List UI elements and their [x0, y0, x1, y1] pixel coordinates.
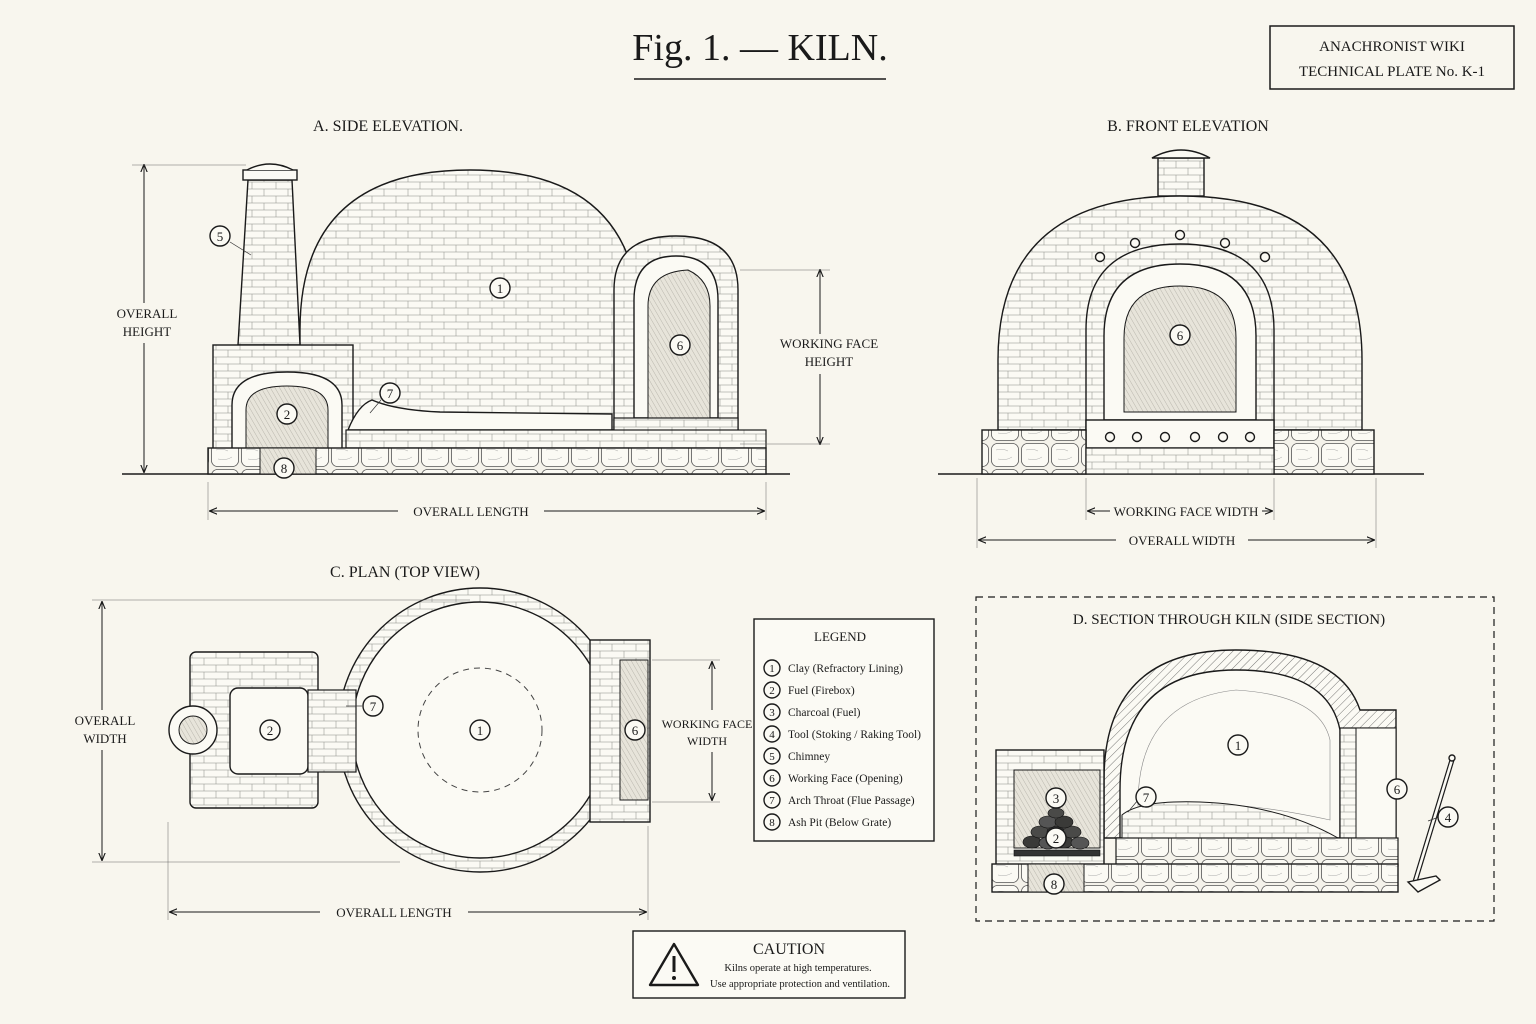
- svg-text:7: 7: [387, 386, 394, 401]
- svg-text:6: 6: [1177, 328, 1184, 343]
- svg-text:Charcoal (Fuel): Charcoal (Fuel): [788, 707, 861, 719]
- dim-working-face-height-2: HEIGHT: [805, 354, 853, 369]
- plan-dim-working-face-width-2: WIDTH: [687, 734, 727, 748]
- svg-text:1: 1: [1235, 738, 1242, 753]
- plan-dim-overall-width-2: WIDTH: [83, 731, 126, 746]
- caution-box: CAUTION Kilns operate at high temperatur…: [632, 930, 906, 999]
- svg-text:Clay (Refractory Lining): Clay (Refractory Lining): [788, 663, 903, 675]
- callout-2: 2: [276, 403, 298, 425]
- dim-working-face-width: WORKING FACE WIDTH: [1114, 504, 1259, 519]
- badge-line-1: ANACHRONIST WIKI: [1319, 39, 1465, 55]
- svg-text:6: 6: [1394, 782, 1401, 797]
- plan-view: C. PLAN (TOP VIEW) OVERALL WIDTH WORKING…: [68, 564, 752, 920]
- callout-6-front: 6: [1169, 324, 1191, 346]
- svg-text:5: 5: [217, 229, 224, 244]
- svg-text:Tool (Stoking / Raking Tool): Tool (Stoking / Raking Tool): [788, 729, 921, 741]
- svg-text:7: 7: [370, 699, 377, 714]
- svg-text:4: 4: [769, 729, 775, 741]
- svg-text:Working Face (Opening): Working Face (Opening): [788, 773, 903, 785]
- svg-text:2: 2: [267, 723, 274, 738]
- warning-triangle-icon: [648, 942, 700, 987]
- legend-title: LEGEND: [814, 629, 866, 644]
- svg-text:6: 6: [677, 338, 684, 353]
- section-callout-1: 1: [1227, 734, 1249, 756]
- svg-text:3: 3: [1053, 791, 1060, 806]
- legend-item: 2 Fuel (Firebox): [763, 681, 855, 699]
- dim-overall-height-1: OVERALL: [117, 306, 178, 321]
- legend-item: 8 Ash Pit (Below Grate): [763, 813, 891, 831]
- svg-text:7: 7: [1143, 790, 1150, 805]
- svg-text:5: 5: [769, 751, 775, 763]
- section-callout-4: 4: [1437, 806, 1459, 828]
- front-elevation-title: B. FRONT ELEVATION: [1107, 118, 1269, 135]
- svg-text:Ash Pit (Below Grate): Ash Pit (Below Grate): [788, 817, 891, 829]
- plan-callout-2: 2: [259, 719, 281, 741]
- svg-text:8: 8: [1051, 877, 1058, 892]
- section-callout-6: 6: [1386, 778, 1408, 800]
- section-view: D. SECTION THROUGH KILN (SIDE SECTION): [975, 596, 1495, 922]
- svg-text:8: 8: [769, 817, 775, 829]
- dim-overall-length: OVERALL LENGTH: [413, 504, 528, 519]
- grate-holes: [1104, 431, 1256, 443]
- callout-7: 7: [379, 382, 401, 404]
- plan-dim-working-face-width-1: WORKING FACE: [662, 717, 753, 731]
- svg-text:7: 7: [769, 795, 775, 807]
- section-callout-8: 8: [1043, 873, 1065, 895]
- plan-callout-7: 7: [362, 695, 384, 717]
- front-elevation: B. FRONT ELEVATION WORKING: [938, 118, 1424, 548]
- legend-item: 3 Charcoal (Fuel): [763, 703, 861, 721]
- side-elevation-title: A. SIDE ELEVATION.: [313, 118, 463, 135]
- svg-text:1: 1: [769, 663, 775, 675]
- legend: LEGEND 1 Clay (Refractory Lining) 2 Fuel (…: [753, 618, 935, 842]
- plate-badge: ANACHRONIST WIKI TECHNICAL PLATE No. K-1: [1269, 25, 1515, 90]
- svg-text:1: 1: [477, 723, 484, 738]
- plan-dim-overall-width-1: OVERALL: [75, 713, 136, 728]
- callout-8: 8: [273, 457, 295, 479]
- dim-working-face-height-1: WORKING FACE: [780, 336, 878, 351]
- section-callout-7: 7: [1135, 786, 1157, 808]
- legend-item: 4 Tool (Stoking / Raking Tool): [763, 725, 921, 743]
- svg-text:6: 6: [769, 773, 775, 785]
- badge-line-2: TECHNICAL PLATE No. K-1: [1299, 64, 1485, 80]
- section-title: D. SECTION THROUGH KILN (SIDE SECTION): [1073, 612, 1385, 628]
- svg-text:Chimney: Chimney: [788, 751, 830, 763]
- dim-overall-width: OVERALL WIDTH: [1129, 533, 1236, 548]
- side-elevation: A. SIDE ELEVATION. OVERALL HEIGHT WO: [108, 118, 884, 520]
- caution-line-1: Kilns operate at high temperatures.: [724, 963, 871, 974]
- svg-text:2: 2: [769, 685, 775, 697]
- svg-text:8: 8: [281, 461, 288, 476]
- section-callout-2: 2: [1045, 827, 1067, 849]
- caution-title: CAUTION: [753, 941, 825, 958]
- caution-line-2: Use appropriate protection and ventilati…: [710, 979, 890, 990]
- plan-dim-overall-length: OVERALL LENGTH: [336, 905, 451, 920]
- svg-text:2: 2: [284, 407, 291, 422]
- callout-1: 1: [489, 277, 511, 299]
- plan-callout-6: 6: [624, 719, 646, 741]
- svg-text:2: 2: [1053, 831, 1060, 846]
- svg-text:Arch Throat (Flue Passage): Arch Throat (Flue Passage): [788, 795, 915, 807]
- callout-6: 6: [669, 334, 691, 356]
- legend-item: 1 Clay (Refractory Lining): [763, 659, 903, 677]
- svg-text:4: 4: [1445, 810, 1452, 825]
- plan-callout-1: 1: [469, 719, 491, 741]
- plate-title: Fig. 1. — KILN.: [632, 27, 887, 69]
- svg-text:1: 1: [497, 281, 504, 296]
- raking-tool: [1406, 754, 1456, 893]
- svg-text:Fuel (Firebox): Fuel (Firebox): [788, 685, 855, 697]
- legend-item: 5 Chimney: [763, 747, 830, 765]
- svg-text:6: 6: [632, 723, 639, 738]
- section-callout-3: 3: [1045, 787, 1067, 809]
- vent-holes: [1094, 229, 1271, 263]
- dim-overall-height-2: HEIGHT: [123, 324, 171, 339]
- legend-item: 7 Arch Throat (Flue Passage): [763, 791, 915, 809]
- plan-title: C. PLAN (TOP VIEW): [330, 564, 480, 581]
- svg-text:3: 3: [769, 707, 775, 719]
- legend-item: 6 Working Face (Opening): [763, 769, 903, 787]
- callout-5: 5: [209, 225, 231, 247]
